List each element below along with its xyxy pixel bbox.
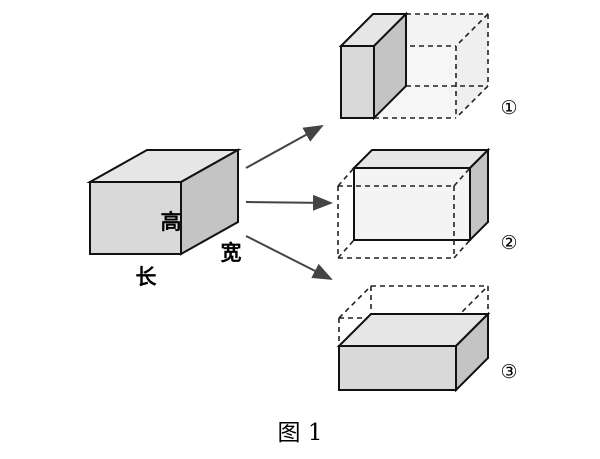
option-3-diagram — [336, 285, 491, 393]
arrow-to-option-1 — [245, 125, 324, 169]
label-height: 高 — [161, 210, 182, 234]
option-1-diagram — [338, 11, 489, 121]
option-1-marker: ① — [500, 97, 517, 119]
label-length: 长 — [136, 265, 158, 289]
option-2-marker: ② — [500, 232, 517, 254]
option-3-marker: ③ — [500, 361, 517, 383]
arrow-to-option-3 — [245, 235, 333, 280]
figure-caption: 图 1 — [278, 420, 323, 446]
label-width: 宽 — [221, 241, 242, 265]
arrow-to-option-2 — [245, 194, 333, 211]
main-cuboid-front-face — [89, 181, 182, 255]
main-cuboid — [86, 148, 242, 256]
option-2-diagram — [337, 147, 491, 259]
